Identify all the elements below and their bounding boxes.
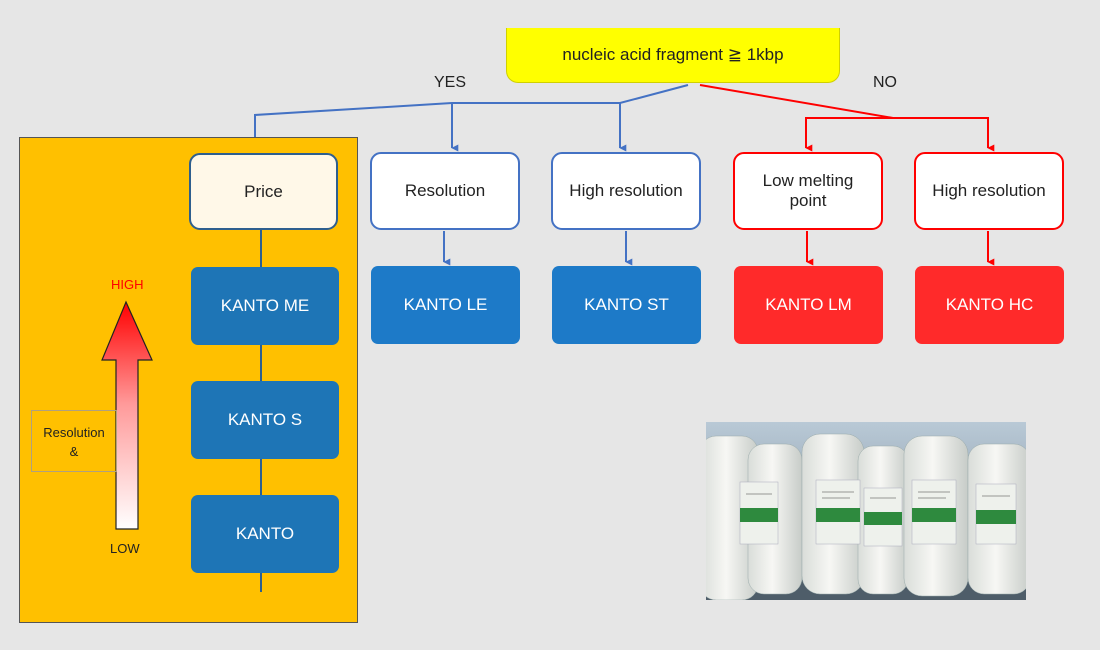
- product-kanto-lm-label: KANTO LM: [765, 295, 852, 314]
- no-line-low-melting: [699, 84, 894, 152]
- product-kanto-hc-label: KANTO HC: [945, 295, 1034, 314]
- product-kanto: KANTO: [191, 495, 339, 573]
- scale-caption: Resolution &: [31, 410, 117, 472]
- scale-high-label: HIGH: [111, 277, 144, 292]
- no-line-high-resolution: [893, 117, 995, 152]
- product-kanto-me: KANTO ME: [191, 267, 339, 345]
- product-kanto-lm: KANTO LM: [734, 266, 883, 344]
- criteria-resolution: Resolution: [370, 152, 520, 230]
- product-kanto-st-label: KANTO ST: [584, 295, 669, 314]
- criteria-high-resolution-no: High resolution: [914, 152, 1064, 230]
- product-kanto-label: KANTO: [235, 524, 295, 543]
- product-kanto-me-label: KANTO ME: [220, 296, 310, 315]
- criteria-high-resolution-no-label: High resolution: [932, 181, 1046, 200]
- product-kanto-le-label: KANTO LE: [403, 295, 488, 314]
- root-decision: nucleic acid fragment ≧ 1kbp: [506, 28, 840, 83]
- price-panel: Price KANTO ME KANTO S KANTO HIGH LOW: [19, 137, 358, 623]
- product-kanto-hc: KANTO HC: [915, 266, 1064, 344]
- criteria-low-melting-line2: point: [789, 191, 827, 210]
- scale-arrow-icon: [101, 300, 153, 530]
- criteria-price: Price: [189, 153, 338, 230]
- criteria-low-melting-line1: Low melting: [762, 171, 854, 190]
- criteria-high-resolution-yes: High resolution: [551, 152, 701, 230]
- product-kanto-st: KANTO ST: [552, 266, 701, 344]
- criteria-low-melting-point: Low melting point: [733, 152, 883, 230]
- product-kanto-s-label: KANTO S: [227, 410, 303, 429]
- criteria-high-resolution-yes-label: High resolution: [569, 181, 683, 200]
- product-kanto-s: KANTO S: [191, 381, 339, 459]
- scale-caption-line1: Resolution: [43, 425, 105, 440]
- criteria-resolution-label: Resolution: [404, 181, 486, 200]
- root-label: nucleic acid fragment ≧ 1kbp: [562, 45, 784, 64]
- no-label: NO: [873, 74, 897, 91]
- scale-low-label: LOW: [110, 541, 140, 556]
- criteria-price-label: Price: [244, 181, 283, 201]
- yes-label: YES: [434, 74, 467, 91]
- scale-caption-line2: &: [69, 444, 79, 459]
- product-bottles-photo: [706, 422, 1026, 600]
- product-kanto-le: KANTO LE: [371, 266, 520, 344]
